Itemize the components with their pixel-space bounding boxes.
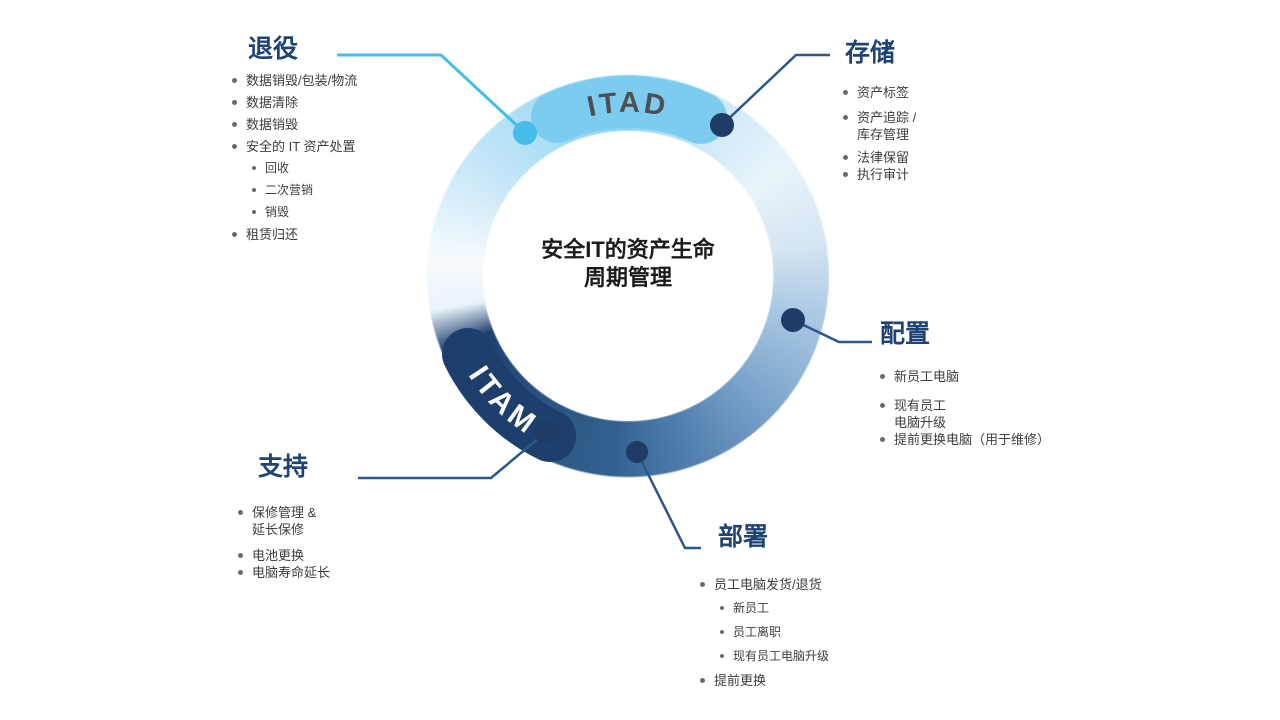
section-configuration: 配置 新员工电脑 现有员工电脑升级 提前更换电脑（用于维修）: [880, 318, 1140, 448]
list-item-text: 新员工: [733, 601, 770, 615]
bullet-icon: [232, 100, 237, 105]
bullet-icon: [880, 403, 885, 408]
bullet-icon: [232, 144, 237, 149]
list-item: 销毁: [252, 204, 472, 221]
section-title: 配置: [880, 320, 931, 348]
section-title: 存储: [845, 39, 896, 67]
bullet-icon: [880, 437, 885, 442]
list-item: 执行审计: [843, 166, 1043, 183]
connector-support: [358, 431, 547, 480]
bullet-icon: [720, 654, 724, 658]
list-item: 数据销毁: [232, 116, 472, 133]
bullet-icon: [232, 78, 237, 83]
list-item: 租赁归还: [232, 226, 472, 243]
list-item-text: 资产追踪 /: [857, 110, 917, 125]
connector-dot-configuration: [781, 308, 805, 332]
list-item-text: 回收: [265, 161, 290, 175]
bullet-icon: [252, 166, 256, 170]
section-deployment: 部署 员工电脑发货/退货 新员工 员工离职 现有员工电脑升级 提前更换: [700, 521, 920, 696]
bullet-icon: [843, 155, 848, 160]
connector-deployment: [635, 451, 701, 550]
list-item: 员工电脑发货/退货: [700, 576, 920, 593]
bullet-icon: [843, 115, 848, 120]
list-item: 数据清除: [232, 94, 472, 111]
bullet-icon: [232, 122, 237, 127]
list-item: 电池更换: [238, 547, 438, 564]
bullet-icon: [720, 630, 724, 634]
list-item: 二次营销: [252, 182, 472, 199]
bullet-icon: [238, 570, 243, 575]
list-item: 新员工电脑: [880, 368, 1140, 385]
bullet-icon: [252, 210, 256, 214]
section-storage: 存储 资产标签 资产追踪 / 库存管理 法律保留 执行审计: [843, 37, 1043, 183]
center-title-line1: 安全IT的资产生命: [541, 237, 715, 262]
section-title: 支持: [258, 453, 309, 481]
list-item-text: 租赁归还: [246, 227, 299, 242]
bullet-icon: [880, 374, 885, 379]
connector-dot-deployment: [626, 441, 648, 463]
list-item-text: 延长保修: [252, 522, 305, 537]
list-item-text: 二次营销: [265, 183, 314, 197]
section-title: 部署: [718, 523, 769, 551]
list-item: 资产标签: [843, 84, 1043, 101]
bullet-icon: [700, 678, 705, 683]
bullet-icon: [232, 232, 237, 237]
list-item: 新员工: [720, 600, 920, 617]
list-item: 回收: [252, 160, 472, 177]
itad-label: ITAD: [585, 87, 671, 124]
list-item: 数据销毁/包装/物流: [232, 72, 472, 89]
bullet-icon: [700, 582, 705, 587]
list-item-text: 现有员工电脑升级: [733, 649, 830, 663]
list-item: 法律保留: [843, 149, 1043, 166]
itad-arc-segment: [531, 75, 727, 144]
list-item-text: 电脑升级: [894, 415, 947, 430]
section-title: 退役: [248, 35, 299, 63]
connector-dot-storage: [710, 113, 734, 137]
list-item: 提前更换电脑（用于维修）: [880, 431, 1140, 448]
section-support: 支持 保修管理 & 延长保修 电池更换 电脑寿命延长: [238, 451, 438, 581]
list-item-text: 提前更换电脑（用于维修）: [894, 432, 1051, 447]
list-item-text: 提前更换: [714, 673, 767, 688]
list-item: 电脑寿命延长: [238, 564, 438, 581]
connector-configuration: [792, 318, 872, 344]
list-item: 现有员工电脑升级: [880, 397, 1140, 431]
list-item-text: 执行审计: [857, 167, 910, 182]
ring-hole: [483, 131, 773, 421]
center-title-line2: 周期管理: [583, 265, 672, 290]
list-item: 员工离职: [720, 624, 920, 641]
list-item-text: 数据销毁: [246, 117, 299, 132]
list-item-text: 员工离职: [733, 625, 782, 639]
list-item-text: 电池更换: [252, 548, 305, 563]
bullet-icon: [843, 172, 848, 177]
list-item-text: 员工电脑发货/退货: [714, 577, 822, 592]
diagram-center-title: 安全IT的资产生命 周期管理: [495, 236, 761, 292]
list-item-text: 法律保留: [857, 150, 910, 165]
list-item-text: 销毁: [265, 205, 290, 219]
list-item-text: 数据清除: [246, 95, 299, 110]
list-item-text: 安全的 IT 资产处置: [246, 139, 356, 154]
list-item-text: 新员工电脑: [894, 369, 960, 384]
bullet-icon: [843, 90, 848, 95]
list-item-text: 保修管理 &: [252, 505, 317, 520]
list-item-text: 数据销毁/包装/物流: [246, 73, 358, 88]
section-retirement: 退役 数据销毁/包装/物流 数据清除 数据销毁 安全的 IT 资产处置 回收 二…: [232, 33, 472, 248]
list-item-text: 电脑寿命延长: [252, 565, 331, 580]
list-item: 安全的 IT 资产处置: [232, 138, 472, 155]
list-item: 提前更换: [700, 672, 920, 689]
list-item-text: 现有员工: [894, 398, 947, 413]
bullet-icon: [252, 188, 256, 192]
list-item: 资产追踪 / 库存管理: [843, 109, 1043, 143]
connector-dot-support: [534, 420, 558, 444]
list-item: 保修管理 & 延长保修: [238, 504, 438, 538]
list-item-text: 库存管理: [857, 127, 910, 142]
connector-dot-retirement: [513, 121, 537, 145]
connector-retirement: [337, 53, 527, 135]
list-item: 现有员工电脑升级: [720, 648, 920, 665]
bullet-icon: [720, 606, 724, 610]
list-item-text: 资产标签: [857, 85, 910, 100]
bullet-icon: [238, 510, 243, 515]
connector-storage: [721, 53, 830, 126]
bullet-icon: [238, 553, 243, 558]
